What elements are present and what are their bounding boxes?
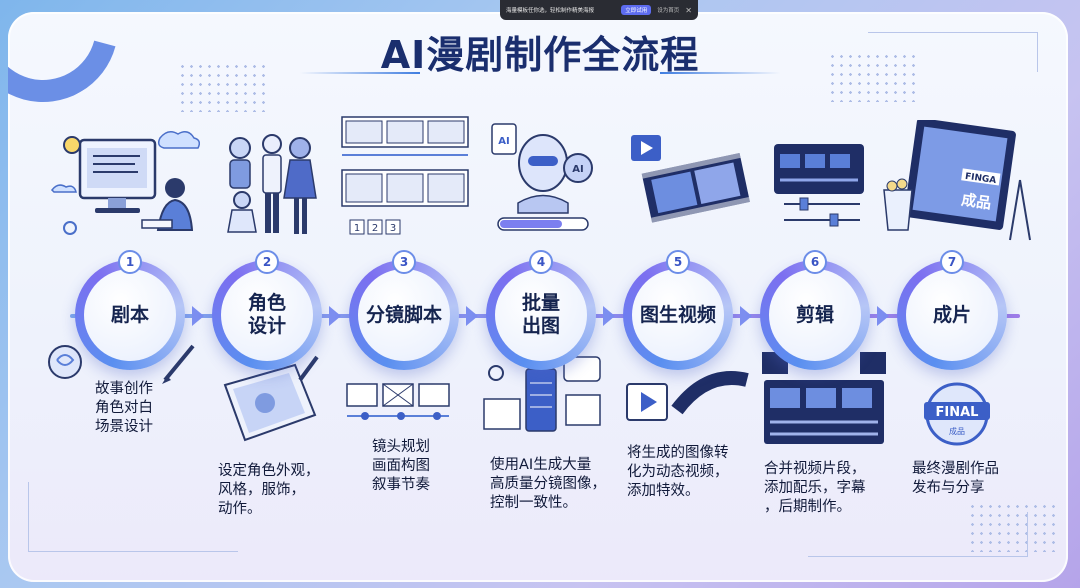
step-number: 3: [392, 250, 416, 274]
step-editing: 剪辑 6: [760, 250, 870, 370]
circuit-line-decoration: [28, 482, 238, 552]
frame-number: 1: [354, 223, 360, 234]
chevron-right-icon: [192, 306, 204, 326]
title-underline-left: [300, 72, 420, 74]
final-banner-text: FINGA: [964, 172, 997, 186]
server-images-icon: [483, 356, 601, 432]
frame-number: 3: [390, 223, 396, 234]
step-number: 6: [803, 250, 827, 274]
ai-gear-label: AI: [572, 164, 583, 175]
chevron-right-icon: [329, 306, 341, 326]
final-medal-subtext: 成品: [949, 426, 965, 436]
step-label: 剧本: [110, 303, 149, 326]
step-description: 故事创作 角色对白 场景设计: [95, 381, 153, 436]
chevron-right-icon: [603, 306, 615, 326]
frame-number: 2: [372, 223, 378, 234]
chevron-right-icon: [740, 306, 752, 326]
circuit-line-decoration: [808, 512, 1028, 557]
step-description: 镜头规划 画面构图 叙事节奏: [372, 439, 430, 494]
toast-homepage-link[interactable]: 设为首页: [657, 8, 680, 14]
chevron-right-icon: [466, 306, 478, 326]
step-description: 使用AI生成大量 高质量分镜图像， 控制一致性。: [490, 457, 606, 512]
step-number: 4: [529, 250, 553, 274]
dot-grid-decoration: [968, 502, 1058, 552]
video-play-film-icon: [626, 371, 749, 421]
storyboard-writing-icon: [51, 131, 201, 235]
character-design-icon: [227, 134, 317, 234]
infographic-frame: [8, 12, 1068, 582]
storyboard-mini-icon: [346, 383, 450, 420]
step-description: 设定角色外观， 风格，服饰， 动作。: [218, 463, 320, 518]
final-screen-icon: FINGA 成品: [883, 120, 1031, 241]
ai-doc-label: AI: [498, 136, 509, 147]
toast-text: 海量模板任你选，轻松制作精美海报: [506, 8, 595, 14]
dot-grid-decoration: [178, 62, 268, 112]
final-medal-icon: FINAL 成品: [924, 382, 990, 446]
step-label: 剪辑: [795, 303, 834, 326]
step-description: 将生成的图像转 化为动态视频， 添加特效。: [627, 445, 729, 500]
step-final-product: 成片 7: [897, 250, 1007, 370]
step-label: 批量 出图: [521, 292, 560, 337]
drawing-tablet-icon: [223, 355, 319, 442]
step-number: 7: [940, 250, 964, 274]
step-number: 2: [255, 250, 279, 274]
toast-try-button[interactable]: 立即试用: [621, 5, 652, 15]
storyboard-frames-icon: 1 2 3: [341, 116, 469, 235]
page-title: AI漫剧制作全流程: [380, 33, 700, 77]
circuit-line-decoration: [868, 32, 1038, 72]
title-underline-right: [660, 72, 780, 74]
step-storyboard: 分镜脚本 3: [349, 250, 459, 370]
editing-timeline-icon: [762, 352, 886, 444]
step-batch-images: 批量 出图 4: [486, 250, 596, 370]
final-screen-text: 成品: [960, 191, 992, 213]
promo-toast: 海量模板任你选，轻松制作精美海报 立即试用 设为首页 ✕: [500, 0, 698, 20]
step-description: 合并视频片段， 添加配乐，字幕 ，后期制作。: [764, 461, 866, 516]
step-description: 最终漫剧作品 发布与分享: [912, 461, 999, 497]
step-number: 5: [666, 250, 690, 274]
toast-close-icon[interactable]: ✕: [685, 5, 692, 15]
title-area: AI漫剧制作全流程: [0, 24, 1080, 79]
step-label: 分镜脚本: [365, 303, 442, 326]
brain-pencil-icon: [48, 344, 195, 384]
step-script: 剧本 1: [75, 250, 185, 370]
step-label: 图生视频: [639, 303, 716, 326]
step-character-design: 角色 设计 2: [212, 250, 322, 370]
step-label: 成片: [932, 303, 971, 326]
ai-robot-icon: AI AI: [491, 123, 593, 231]
film-strip-icon: [631, 135, 750, 223]
chevron-right-icon: [877, 306, 889, 326]
dot-grid-decoration: [828, 52, 918, 102]
step-number: 1: [118, 250, 142, 274]
video-editor-icon: [774, 144, 864, 227]
final-medal-text: FINAL: [936, 405, 979, 420]
step-label: 角色 设计: [247, 292, 286, 337]
step-image-to-video: 图生视频 5: [623, 250, 733, 370]
